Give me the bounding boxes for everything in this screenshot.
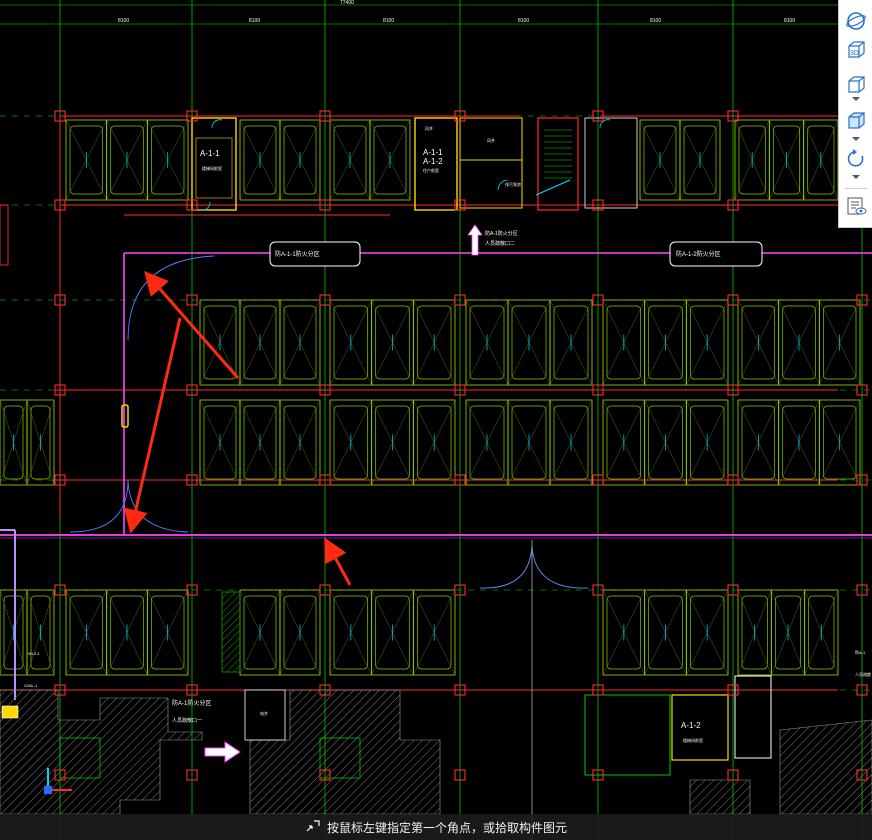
view-dropdown-3[interactable] <box>843 170 869 184</box>
dimension-bay-3: 8100 <box>383 18 394 24</box>
bottom-zone-tag: 防A-1防火分区 <box>172 699 211 707</box>
dimension-bay-4: 8100 <box>518 18 529 24</box>
stair-a111-code: A-1-1 <box>423 148 443 157</box>
electric-shaft-label: 电井 <box>260 710 268 716</box>
parking-spaces <box>0 119 861 676</box>
dimension-bay-1: 8100 <box>118 18 129 24</box>
bottom-zone-sublabel: 人员疏散口一 <box>172 717 202 724</box>
right-zone-sublabel: 人员疏散 <box>855 671 871 677</box>
room-a112-label: A-1-2 <box>681 721 701 730</box>
stair-room-sublabel: 住户前室 <box>423 167 439 173</box>
view-cube-filled-icon[interactable] <box>843 108 869 134</box>
fire-zone-tag-2: 防A-1-2防火分区 <box>669 241 763 267</box>
ucs-axis-icon <box>44 768 72 794</box>
view-cube-outline-icon[interactable] <box>843 72 869 98</box>
fire-zone-tag-1: 防A-1-1防火分区 <box>269 241 361 267</box>
axis-grid-horizontal <box>0 115 872 691</box>
dimension-bay-5: 8100 <box>650 18 661 24</box>
dimension-line-top: 77400 8100 8100 8100 8100 8100 8100 <box>0 0 838 25</box>
column-markers <box>54 110 868 781</box>
beam-lines <box>0 115 838 691</box>
view-dropdown-1[interactable] <box>843 92 869 106</box>
pump-room-label: 排污泵房 <box>505 181 521 187</box>
dimension-bay-6: 8100 <box>784 18 795 24</box>
view-dropdown-2[interactable] <box>843 132 869 146</box>
lower-building-walls: 电井 防A-1防火分区 人员疏散口一 A-1-2 楼梯间前室 防A-1 人员疏散… <box>0 591 872 815</box>
view-toolbar: 3D <box>838 0 872 228</box>
shaft-label-1: 风井 <box>425 125 433 131</box>
pick-point-icon <box>305 819 321 836</box>
evacuation-up-arrow: 防A-1防火分区 人员疏散口二 <box>467 224 518 256</box>
up-arrow-sublabel: 人员疏散口二 <box>485 240 515 247</box>
right-zone-tag: 防A-1 <box>855 649 866 655</box>
left-tag-1: WL2-1 <box>28 651 41 656</box>
fire-zone-tag-2-text: 防A-1-2防火分区 <box>676 250 721 258</box>
shaft-label-2: 风井 <box>487 137 495 143</box>
command-prompt-text: 按鼠标左键指定第一个角点，或拾取构件图元 <box>326 820 567 835</box>
room-a111-sublabel: 楼梯间前室 <box>202 165 222 171</box>
rotate-icon[interactable] <box>843 146 869 172</box>
toolbar-separator <box>845 188 867 189</box>
stair-core-upper: A-1-1 楼梯间前室 A-1-1 A-1-2 住户前室 风井 风井 排污泵房 <box>191 117 638 211</box>
dimension-overall: 77400 <box>340 0 354 6</box>
command-prompt-bar: 按鼠标左键指定第一个角点，或拾取构件图元 <box>0 814 872 840</box>
stair-a112-code: A-1-2 <box>423 157 443 166</box>
fire-zone-tag-1-text: 防A-1-1防火分区 <box>275 250 320 258</box>
annotation-arrows <box>124 270 352 586</box>
left-tag-2: X2AL-1 <box>24 683 38 688</box>
room-a112-sublabel: 楼梯间前室 <box>683 737 703 743</box>
view-3d-icon[interactable]: 3D <box>843 38 869 64</box>
room-a111-label: A-1-1 <box>200 149 220 158</box>
view-3d-badge: 3D <box>850 50 859 57</box>
orbit-icon[interactable] <box>843 8 869 34</box>
up-arrow-label: 防A-1防火分区 <box>485 230 518 237</box>
layer-visibility-icon[interactable] <box>843 193 869 219</box>
dimension-bay-2: 8100 <box>249 18 260 24</box>
